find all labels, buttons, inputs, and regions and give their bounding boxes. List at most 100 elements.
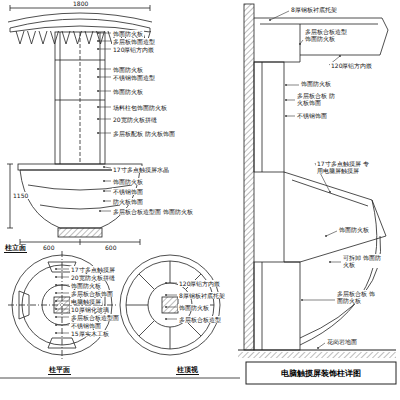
leader-dot (55, 316, 57, 318)
material-callout: 多层板合板饰面 (70, 290, 114, 297)
leader-line (98, 69, 111, 70)
leader-line (98, 41, 111, 42)
dimension-text: 1150 (12, 192, 29, 199)
material-callout: 饰面防火板 (338, 226, 370, 233)
leader-line (104, 191, 111, 192)
leader-line (98, 77, 111, 78)
leader-dot (329, 261, 331, 263)
leader-dot (103, 200, 105, 202)
leader-line (98, 33, 111, 34)
material-callout: 饰面防火板 (178, 304, 210, 311)
leader-dot (55, 292, 57, 294)
leader-line (104, 181, 111, 182)
material-callout: 多层板合板造型面 (70, 314, 120, 321)
leader-line (166, 295, 177, 296)
leader-dot (339, 55, 341, 57)
material-callout: 可拆卸 饰面防火板 (342, 254, 382, 268)
leader-line (326, 231, 337, 236)
material-callout: 20宽防火板拼缝 (112, 116, 158, 123)
leader-dot (55, 276, 57, 278)
leader-dot (285, 99, 287, 101)
leader-line (98, 91, 111, 92)
material-callout: 饰面防火板 (112, 66, 144, 73)
leader-dot (97, 90, 99, 92)
material-callout: 多层板合板 防火板饰面 (296, 92, 340, 106)
material-callout: 多层板配板 防火板饰面 (112, 130, 176, 137)
leader-line (318, 343, 325, 348)
leader-dot (97, 32, 99, 34)
material-callout: 多层板合板 饰面防火板 (336, 290, 380, 304)
leader-dot (285, 115, 287, 117)
material-callout: 17寸多点触摸屏 (70, 266, 116, 273)
leader-dot (317, 347, 319, 349)
leader-line (98, 133, 111, 134)
leader-line (98, 49, 111, 50)
leader-dot (301, 299, 303, 301)
dimension-text: 600 (104, 244, 117, 251)
leader-line (56, 317, 69, 318)
material-callout: 15厚实木工板 (70, 330, 110, 337)
leader-line (286, 85, 299, 86)
leader-dot (103, 166, 105, 168)
leader-dot (165, 306, 167, 308)
leader-dot (97, 48, 99, 50)
material-callout: 饰面防火板 (112, 88, 144, 95)
leader-line (100, 211, 111, 212)
leader-dot (285, 84, 287, 86)
dimension-text: 1800 (72, 0, 89, 7)
view-caption: 柱平面 (48, 366, 71, 375)
drawing-title: 电脑触摸屏装饰柱详图 (281, 369, 361, 378)
leader-dot (55, 284, 57, 286)
material-callout: 120厚铝方内嵌 (112, 46, 155, 53)
leader-dot (55, 308, 57, 310)
leader-line (98, 119, 111, 120)
material-callout: 8厚钢板衬底托架 (178, 292, 226, 299)
material-callout: 8厚钢板衬底托架 (290, 6, 338, 13)
material-callout: 120厚铝方内嵌 (330, 62, 373, 69)
material-callout: 多层板合板造型 (178, 316, 222, 323)
leader-line (286, 116, 295, 117)
leader-dot (165, 318, 167, 320)
leader-line (300, 40, 303, 44)
leader-line (166, 307, 177, 308)
material-callout: 17寸多点触摸屏 专用电脑屏触摸屏 (316, 160, 370, 174)
material-callout: 多层板合板造型 饰面防火板 (304, 28, 352, 42)
leader-dot (97, 106, 99, 108)
material-callout: 饰面防火板 (112, 30, 144, 37)
material-callout: 10厚钢化玻璃 (70, 306, 110, 313)
material-callout: 防火板饰面 (112, 198, 144, 205)
leader-line (98, 107, 111, 108)
leader-line (56, 309, 69, 310)
material-callout: 饰面防火板 (300, 80, 332, 87)
leader-line (56, 293, 69, 294)
leader-line (330, 262, 341, 263)
leader-line (56, 333, 69, 334)
leader-line (56, 285, 69, 286)
material-callout: 多层板合板造型面 饰面防火板 (112, 208, 194, 215)
material-callout: 120厚铝方内嵌 (178, 280, 221, 287)
material-callout: 不锈钢饰面造型 (112, 74, 156, 81)
leader-dot (99, 210, 101, 212)
material-callout: 花岗岩地面 (326, 338, 358, 345)
leader-line (270, 11, 289, 20)
leader-dot (299, 43, 301, 45)
leader-line (166, 319, 177, 320)
leader-dot (103, 190, 105, 192)
material-callout: 不锈钢饰面 (296, 112, 328, 119)
leader-dot (55, 268, 57, 270)
leader-dot (329, 191, 331, 193)
leader-dot (97, 132, 99, 134)
leader-line (302, 300, 335, 301)
view-caption: 柱立面 (4, 244, 27, 253)
material-callout: 17寸多点触摸屏水晶 (112, 166, 170, 173)
leader-line (166, 283, 177, 284)
material-callout: 20宽防火板拼缝 (70, 274, 116, 281)
leader-dot (97, 118, 99, 120)
leader-dot (97, 40, 99, 42)
leader-dot (103, 180, 105, 182)
leader-line (56, 325, 69, 326)
leader-line (56, 301, 69, 302)
leader-dot (97, 68, 99, 70)
leader-dot (269, 19, 271, 21)
leader-dot (325, 235, 327, 237)
